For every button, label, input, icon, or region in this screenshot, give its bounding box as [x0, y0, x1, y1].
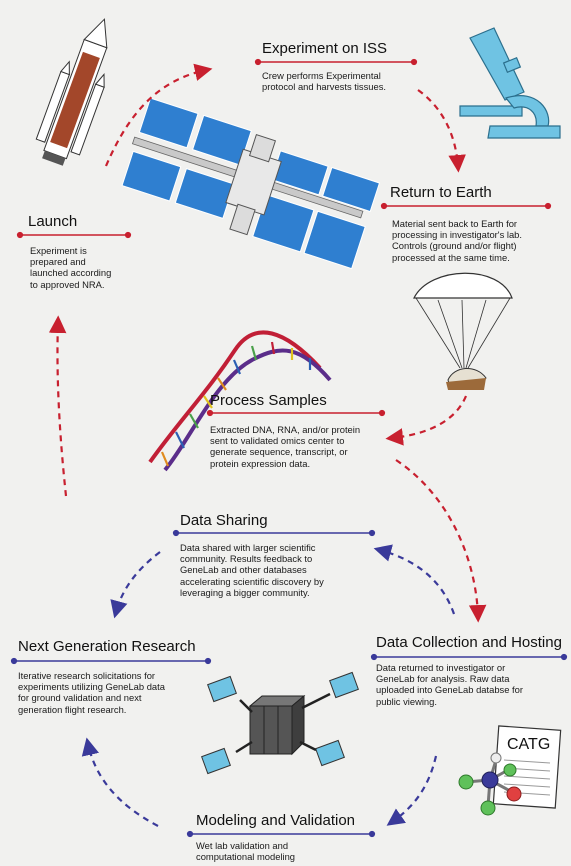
- modeling-description: Wet lab validation and computational mod…: [196, 840, 296, 863]
- collection-title: Data Collection and Hosting: [376, 634, 562, 651]
- nextgen-title: Next Generation Research: [18, 638, 196, 655]
- process-description: Extracted DNA, RNA, and/or protein sent …: [210, 424, 361, 469]
- parachute-capsule-icon: [413, 272, 513, 390]
- sharing-description: Data shared with larger scientific commu…: [180, 542, 324, 598]
- launch-title: Launch: [28, 213, 78, 230]
- dna-helix-icon: [148, 330, 332, 472]
- red-title-rules: [16, 58, 552, 417]
- modeling-title: Modeling and Validation: [196, 812, 356, 829]
- monitor-icons: [201, 671, 359, 775]
- data-server-icon: [248, 694, 306, 756]
- collection-description: Data returned to investigator or GeneLab…: [376, 662, 523, 707]
- sharing-title: Data Sharing: [180, 512, 268, 529]
- return-title: Return to Earth: [390, 184, 492, 201]
- connection-arrows: [235, 692, 331, 754]
- blue-title-rules: [10, 529, 568, 838]
- space-station-icon: [121, 97, 381, 270]
- red-cycle-arrows: [48, 63, 487, 623]
- experiment-title: Experiment on ISS: [262, 40, 388, 57]
- blue-cycle-arrows: [81, 544, 456, 827]
- catg-label: CATG: [507, 736, 551, 753]
- nextgen-description: Iterative research solicitations for exp…: [18, 670, 165, 715]
- rocket-icon: [35, 18, 108, 166]
- process-title: Process Samples: [210, 392, 327, 409]
- return-description: Material sent back to Earth for processi…: [392, 218, 522, 263]
- microscope-icon: [459, 27, 561, 139]
- launch-description: Experiment is prepared and launched acco…: [30, 245, 112, 290]
- molecule-icon: [458, 752, 522, 816]
- experiment-description: Crew performs Experimental protocol and …: [262, 70, 387, 93]
